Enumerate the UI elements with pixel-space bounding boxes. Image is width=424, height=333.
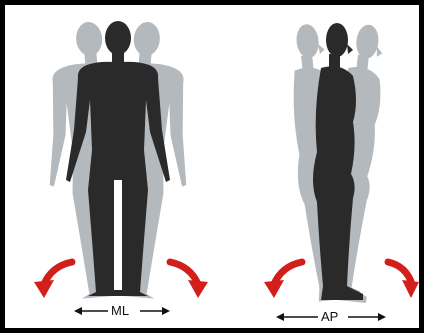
sway-arrow-right-frontal xyxy=(170,262,208,298)
sway-arrow-left-sagittal xyxy=(264,262,302,298)
ml-axis-label: ML xyxy=(109,304,131,318)
sway-arrow-left-frontal xyxy=(34,262,72,298)
ap-axis-label: AP xyxy=(319,310,340,324)
sway-arrow-right-sagittal xyxy=(388,262,419,298)
